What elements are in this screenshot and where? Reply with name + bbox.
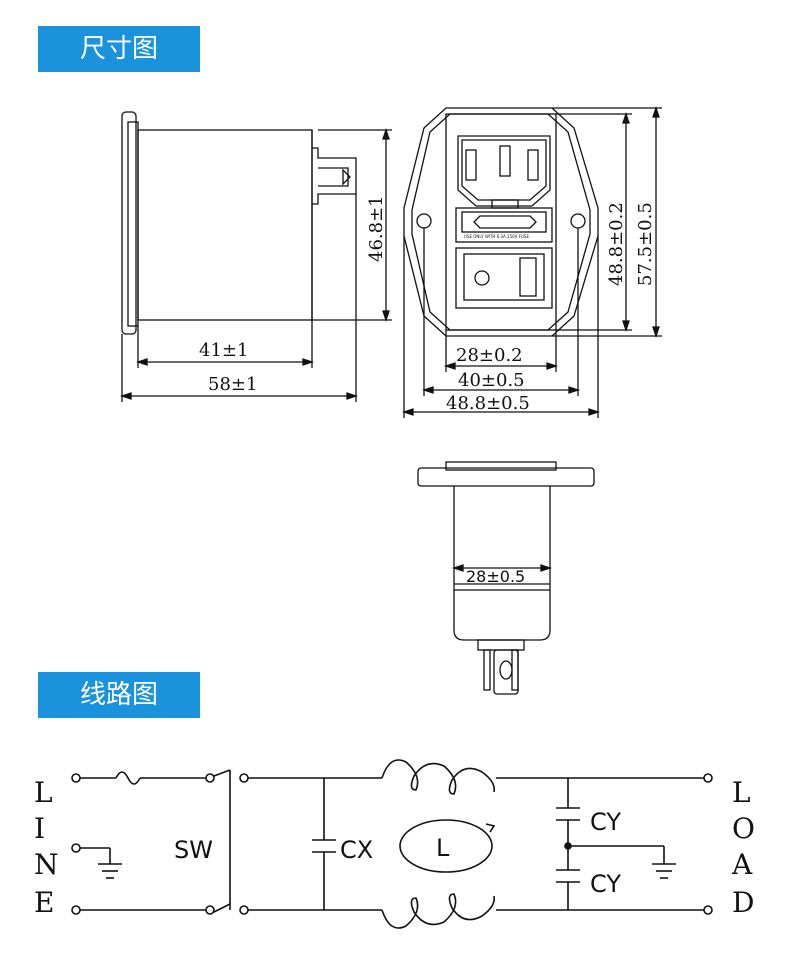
line-letter-i: I xyxy=(34,812,45,845)
line-letter-l: L xyxy=(34,776,53,809)
dim-front-outer-width: 48.8±0.5 xyxy=(446,393,530,414)
dim-front-inner-height: 48.8±0.2 xyxy=(606,202,627,286)
cx-label: CX xyxy=(340,836,373,864)
dim-front-outer-height: 57.5±0.5 xyxy=(635,202,656,286)
circuit-diagram xyxy=(71,759,713,929)
line-letter-e: E xyxy=(34,886,54,919)
switch-label: SW xyxy=(174,836,213,864)
front-view xyxy=(401,105,662,418)
load-letter-o: O xyxy=(732,812,755,845)
dim-side-total: 58±1 xyxy=(208,374,257,395)
line-letter-n: N xyxy=(34,848,59,881)
dim-side-height: 46.8±1 xyxy=(366,195,387,262)
dim-side-depth: 41±1 xyxy=(199,340,248,361)
inductor-label: L xyxy=(436,834,450,862)
dim-front-inner-width: 28±0.2 xyxy=(456,345,523,366)
cy-bottom-label: CY xyxy=(590,870,621,898)
section-title-circuit: 线路图 xyxy=(38,672,200,718)
bottom-view xyxy=(417,461,595,695)
load-letter-a: A xyxy=(731,848,753,881)
load-letter-l: L xyxy=(732,776,751,809)
cy-top-label: CY xyxy=(590,808,621,836)
side-view xyxy=(119,111,392,402)
load-letter-d: D xyxy=(732,886,754,919)
section-title-dimensions: 尺寸图 xyxy=(38,26,200,72)
dim-bottom-width: 28±0.5 xyxy=(466,567,525,586)
dim-front-mid-width: 40±0.5 xyxy=(458,370,525,391)
fuse-label: USE ONLY WITH 6.3A 250V FUSE xyxy=(464,234,529,239)
